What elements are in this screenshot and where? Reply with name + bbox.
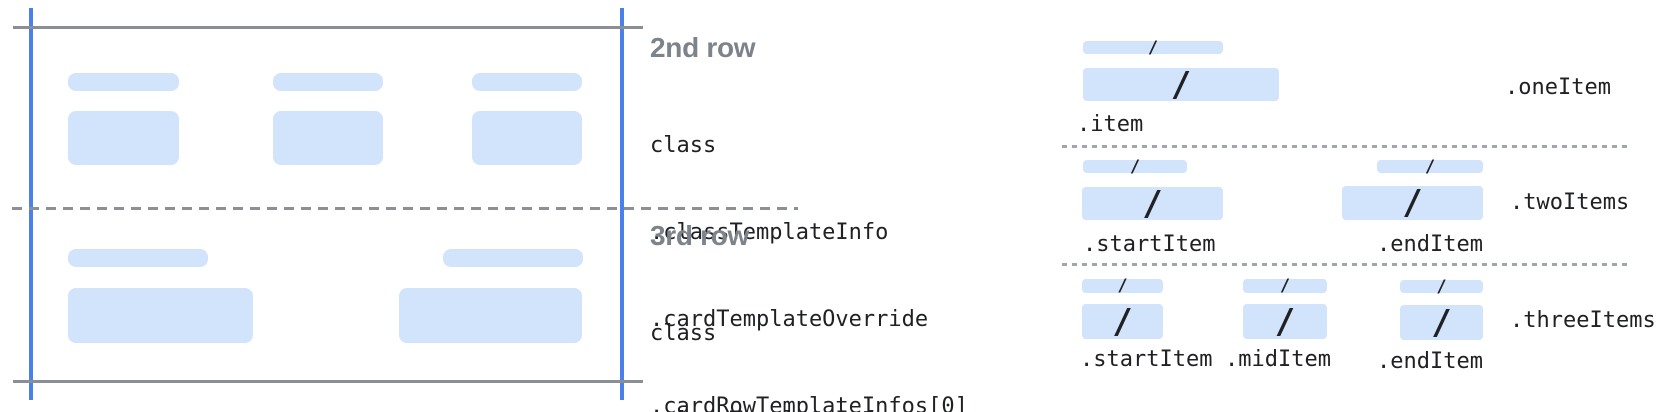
second-row-heading: 2nd row — [650, 32, 756, 63]
item-label-bar: / — [1083, 39, 1223, 56]
value-placeholder-bar — [68, 111, 179, 165]
row-divider-dashed-line — [12, 207, 798, 210]
item-label-bar: / — [1082, 278, 1163, 295]
code-line: .classTemplateInfo — [650, 406, 968, 412]
item-value-bar: / — [1243, 304, 1327, 339]
item-field-label: .item — [1077, 112, 1144, 137]
value-placeholder-bar — [68, 288, 253, 343]
item-label-bar: / — [1377, 158, 1483, 175]
second-row-class-path: class .classTemplateInfo .cardTemplateOv… — [650, 73, 968, 412]
item-label-bar: / — [1400, 278, 1483, 295]
item-field-label: .endItem — [1377, 232, 1483, 257]
item-field-label: .startItem — [1080, 347, 1213, 372]
value-placeholder-bar — [399, 288, 582, 343]
section-divider-dotted-line — [1062, 145, 1630, 148]
code-line: .classTemplateInfo — [650, 220, 889, 245]
item-label-bar: / — [1243, 278, 1327, 295]
item-value-bar: / — [1400, 305, 1483, 340]
item-value-bar: / — [1083, 68, 1279, 102]
card-top-border-line — [13, 26, 643, 29]
item-value-bar: / — [1342, 186, 1483, 220]
right-margin-guide-line — [620, 8, 624, 400]
code-line: .cardTemplateOverride — [650, 307, 929, 332]
section-divider-dotted-line — [1062, 263, 1628, 266]
label-placeholder-bar — [443, 249, 583, 267]
label-placeholder-bar — [273, 73, 383, 91]
item-field-label: .midItem — [1225, 347, 1331, 372]
code-line: .cardRowTemplateInfos[0] — [650, 394, 968, 412]
left-margin-guide-line — [29, 8, 33, 400]
value-placeholder-bar — [472, 111, 582, 165]
label-placeholder-bar — [68, 73, 179, 91]
item-field-label: .endItem — [1377, 349, 1483, 374]
third-row-class-path: class .classTemplateInfo .cardTemplateOv… — [650, 261, 968, 412]
row-type-label: .oneItem — [1505, 75, 1611, 100]
label-placeholder-bar — [68, 249, 208, 267]
row-type-label: .threeItems — [1510, 308, 1656, 333]
card-bottom-border-line — [13, 380, 643, 383]
code-line: class — [650, 321, 717, 346]
value-placeholder-bar — [273, 111, 383, 165]
item-value-bar: / — [1082, 187, 1223, 221]
row-type-label: .twoItems — [1510, 190, 1630, 215]
code-line: class — [650, 133, 717, 158]
item-label-bar: / — [1083, 158, 1187, 175]
item-value-bar: / — [1082, 304, 1163, 339]
third-row-heading: 3rd row — [650, 220, 750, 251]
item-field-label: .startItem — [1083, 232, 1216, 257]
label-placeholder-bar — [472, 73, 582, 91]
